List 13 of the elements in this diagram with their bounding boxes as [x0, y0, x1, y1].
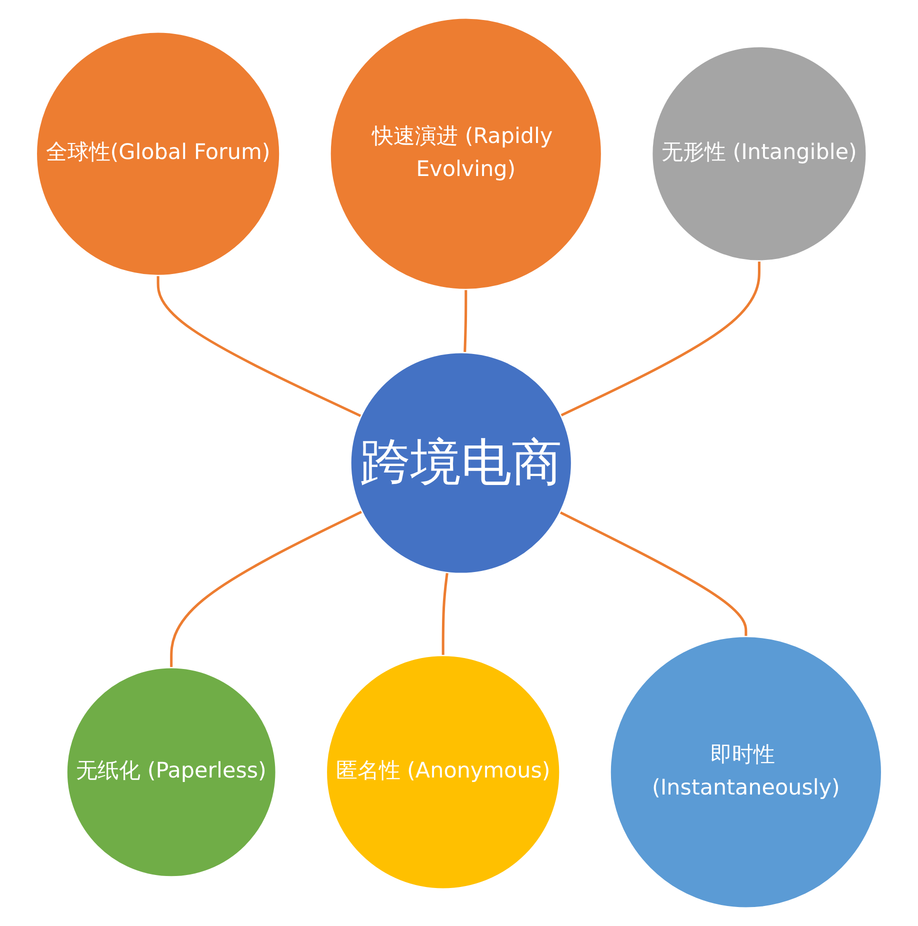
connector: [560, 260, 760, 417]
node-circle: 即时性 (Instantaneously): [610, 636, 882, 909]
connector: [442, 572, 448, 656]
node-circle: 跨境电商: [350, 352, 572, 574]
node-circle: 匿名性 (Anonymous): [326, 654, 560, 890]
connector: [170, 510, 362, 668]
connector: [559, 511, 748, 637]
node-circle: 无纸化 (Paperless): [66, 667, 277, 878]
node-circle: 无形性 (Intangible): [651, 46, 867, 262]
node-circle: 快速演进 (Rapidly Evolving): [330, 17, 602, 290]
node-circle: 全球性(Global Forum): [36, 31, 280, 276]
connector: [156, 275, 362, 418]
connector: [464, 289, 468, 353]
